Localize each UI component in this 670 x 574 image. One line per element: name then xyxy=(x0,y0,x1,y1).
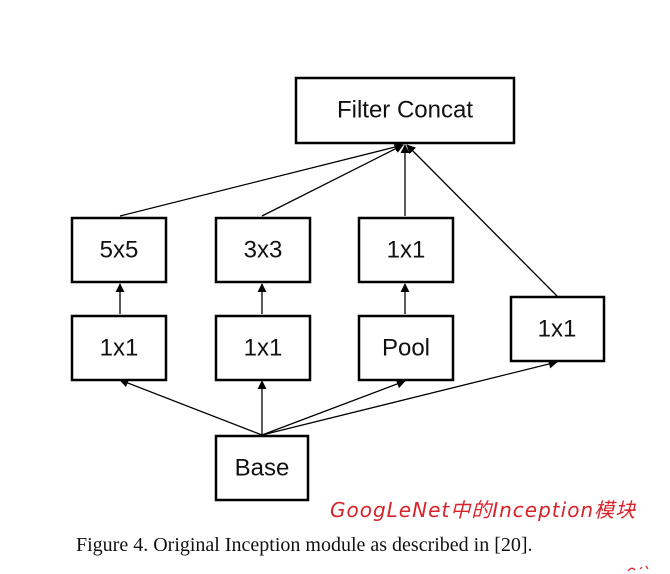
node-1x1-reduce-a-label: 1x1 xyxy=(100,334,139,361)
edge-3x3-to-concat xyxy=(261,144,404,217)
edge-base-to-1x1-a xyxy=(119,378,263,436)
edge-5x5-to-concat xyxy=(119,142,404,217)
edge-base-to-1x1-direct xyxy=(261,359,558,436)
node-pool: Pool xyxy=(357,314,455,382)
node-base-label: Base xyxy=(235,454,290,481)
figure-caption: Figure 4. Original Inception module as d… xyxy=(76,534,533,556)
node-1x1-direct: 1x1 xyxy=(509,295,606,363)
node-filter-concat-label: Filter Concat xyxy=(337,96,473,123)
node-5x5-label: 5x5 xyxy=(100,236,139,263)
node-1x1-top-label: 1x1 xyxy=(387,236,426,263)
handwritten-annotation: GoogLeNet中的Inception模块 xyxy=(330,498,637,522)
node-1x1-reduce-a: 1x1 xyxy=(70,314,168,382)
node-3x3: 3x3 xyxy=(214,216,312,284)
node-1x1-reduce-b-label: 1x1 xyxy=(244,334,283,361)
node-1x1-reduce-b: 1x1 xyxy=(214,314,312,382)
node-1x1-direct-label: 1x1 xyxy=(538,315,577,342)
pen-mark-icon xyxy=(627,565,649,572)
node-filter-concat: Filter Concat xyxy=(294,76,516,145)
edges xyxy=(115,142,558,436)
node-pool-label: Pool xyxy=(382,334,430,361)
node-5x5: 5x5 xyxy=(70,216,168,284)
node-base: Base xyxy=(214,434,310,502)
node-1x1-top: 1x1 xyxy=(357,216,455,284)
edge-1x1-direct-to-concat xyxy=(406,144,558,297)
node-3x3-label: 3x3 xyxy=(244,236,283,263)
edge-base-to-pool xyxy=(261,379,406,436)
